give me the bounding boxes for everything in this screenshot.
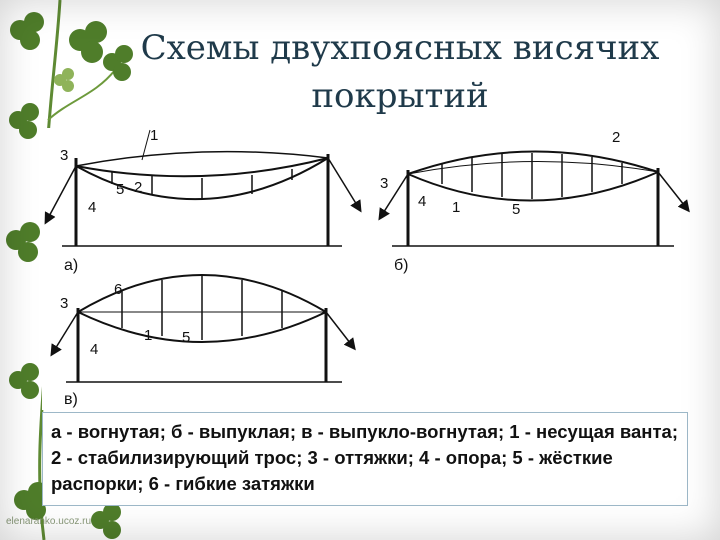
- scheme-a-left-guy: [44, 165, 77, 225]
- scheme-b: [378, 150, 690, 247]
- scheme-a-stabilizing-cable: [75, 157, 329, 178]
- scheme-b-bearing-cable: [407, 171, 659, 202]
- scheme-b-label-2: 2: [612, 129, 620, 146]
- scheme-a-label-5: 5: [116, 181, 124, 198]
- scheme-b-letter: б): [394, 257, 409, 274]
- cable-roof-diagram: 1 2 3 4 5 а): [42, 128, 690, 410]
- scheme-a-label-4: 4: [88, 199, 96, 216]
- scheme-a-struts: [111, 169, 293, 199]
- scheme-a-letter: а): [64, 257, 78, 274]
- scheme-c-label-4: 4: [90, 341, 98, 358]
- scheme-b-label-1: 1: [452, 199, 460, 216]
- title-line-1: Схемы двухпоясных висячих: [140, 28, 660, 68]
- title-line-2: покрытий: [311, 76, 489, 116]
- scheme-c-letter: в): [64, 391, 78, 408]
- scheme-c-label-5: 5: [182, 329, 190, 346]
- scheme-c-label-1: 1: [144, 327, 152, 344]
- scheme-a-label-3: 3: [60, 147, 68, 164]
- scheme-c-right-guy: [325, 311, 356, 351]
- scheme-c-label-3: 3: [60, 295, 68, 312]
- scheme-c-lower-cable: [77, 311, 327, 343]
- scheme-b-left-guy: [378, 173, 409, 221]
- scheme-b-label-3: 3: [380, 175, 388, 192]
- scheme-a-labels: 1 2 3 4 5 а): [60, 128, 158, 274]
- scheme-b-label-4: 4: [418, 193, 426, 210]
- legend-text: а - вогнутая; б - выпуклая; в - выпукло-…: [51, 421, 678, 494]
- scheme-c-ties: [121, 276, 283, 340]
- legend-caption: а - вогнутая; б - выпуклая; в - выпукло-…: [42, 412, 688, 506]
- scheme-b-stabilizing-cable: [407, 150, 659, 175]
- scheme-a: [44, 129, 362, 247]
- scheme-a-leader-1: [141, 129, 151, 161]
- scheme-a-label-2: 2: [134, 179, 142, 196]
- scheme-a-top-cable: [75, 150, 329, 167]
- watermark: elenaranko.ucoz.ru: [6, 516, 92, 527]
- scheme-b-label-5: 5: [512, 201, 520, 218]
- scheme-b-right-guy: [657, 171, 690, 213]
- scheme-c-upper-cable: [77, 274, 327, 313]
- scheme-a-right-guy: [327, 157, 362, 213]
- scheme-c-label-6: 6: [114, 281, 122, 298]
- scheme-c-left-guy: [50, 311, 79, 357]
- scheme-b-struts: [441, 153, 623, 199]
- scheme-c: [50, 274, 356, 383]
- scheme-a-label-1: 1: [150, 128, 158, 144]
- scheme-c-labels: 1 3 4 5 6 в): [60, 281, 190, 408]
- scheme-b-labels: 1 2 3 4 5 б): [380, 129, 620, 274]
- slide-title: Схемы двухпоясных висячих покрытий: [120, 24, 680, 120]
